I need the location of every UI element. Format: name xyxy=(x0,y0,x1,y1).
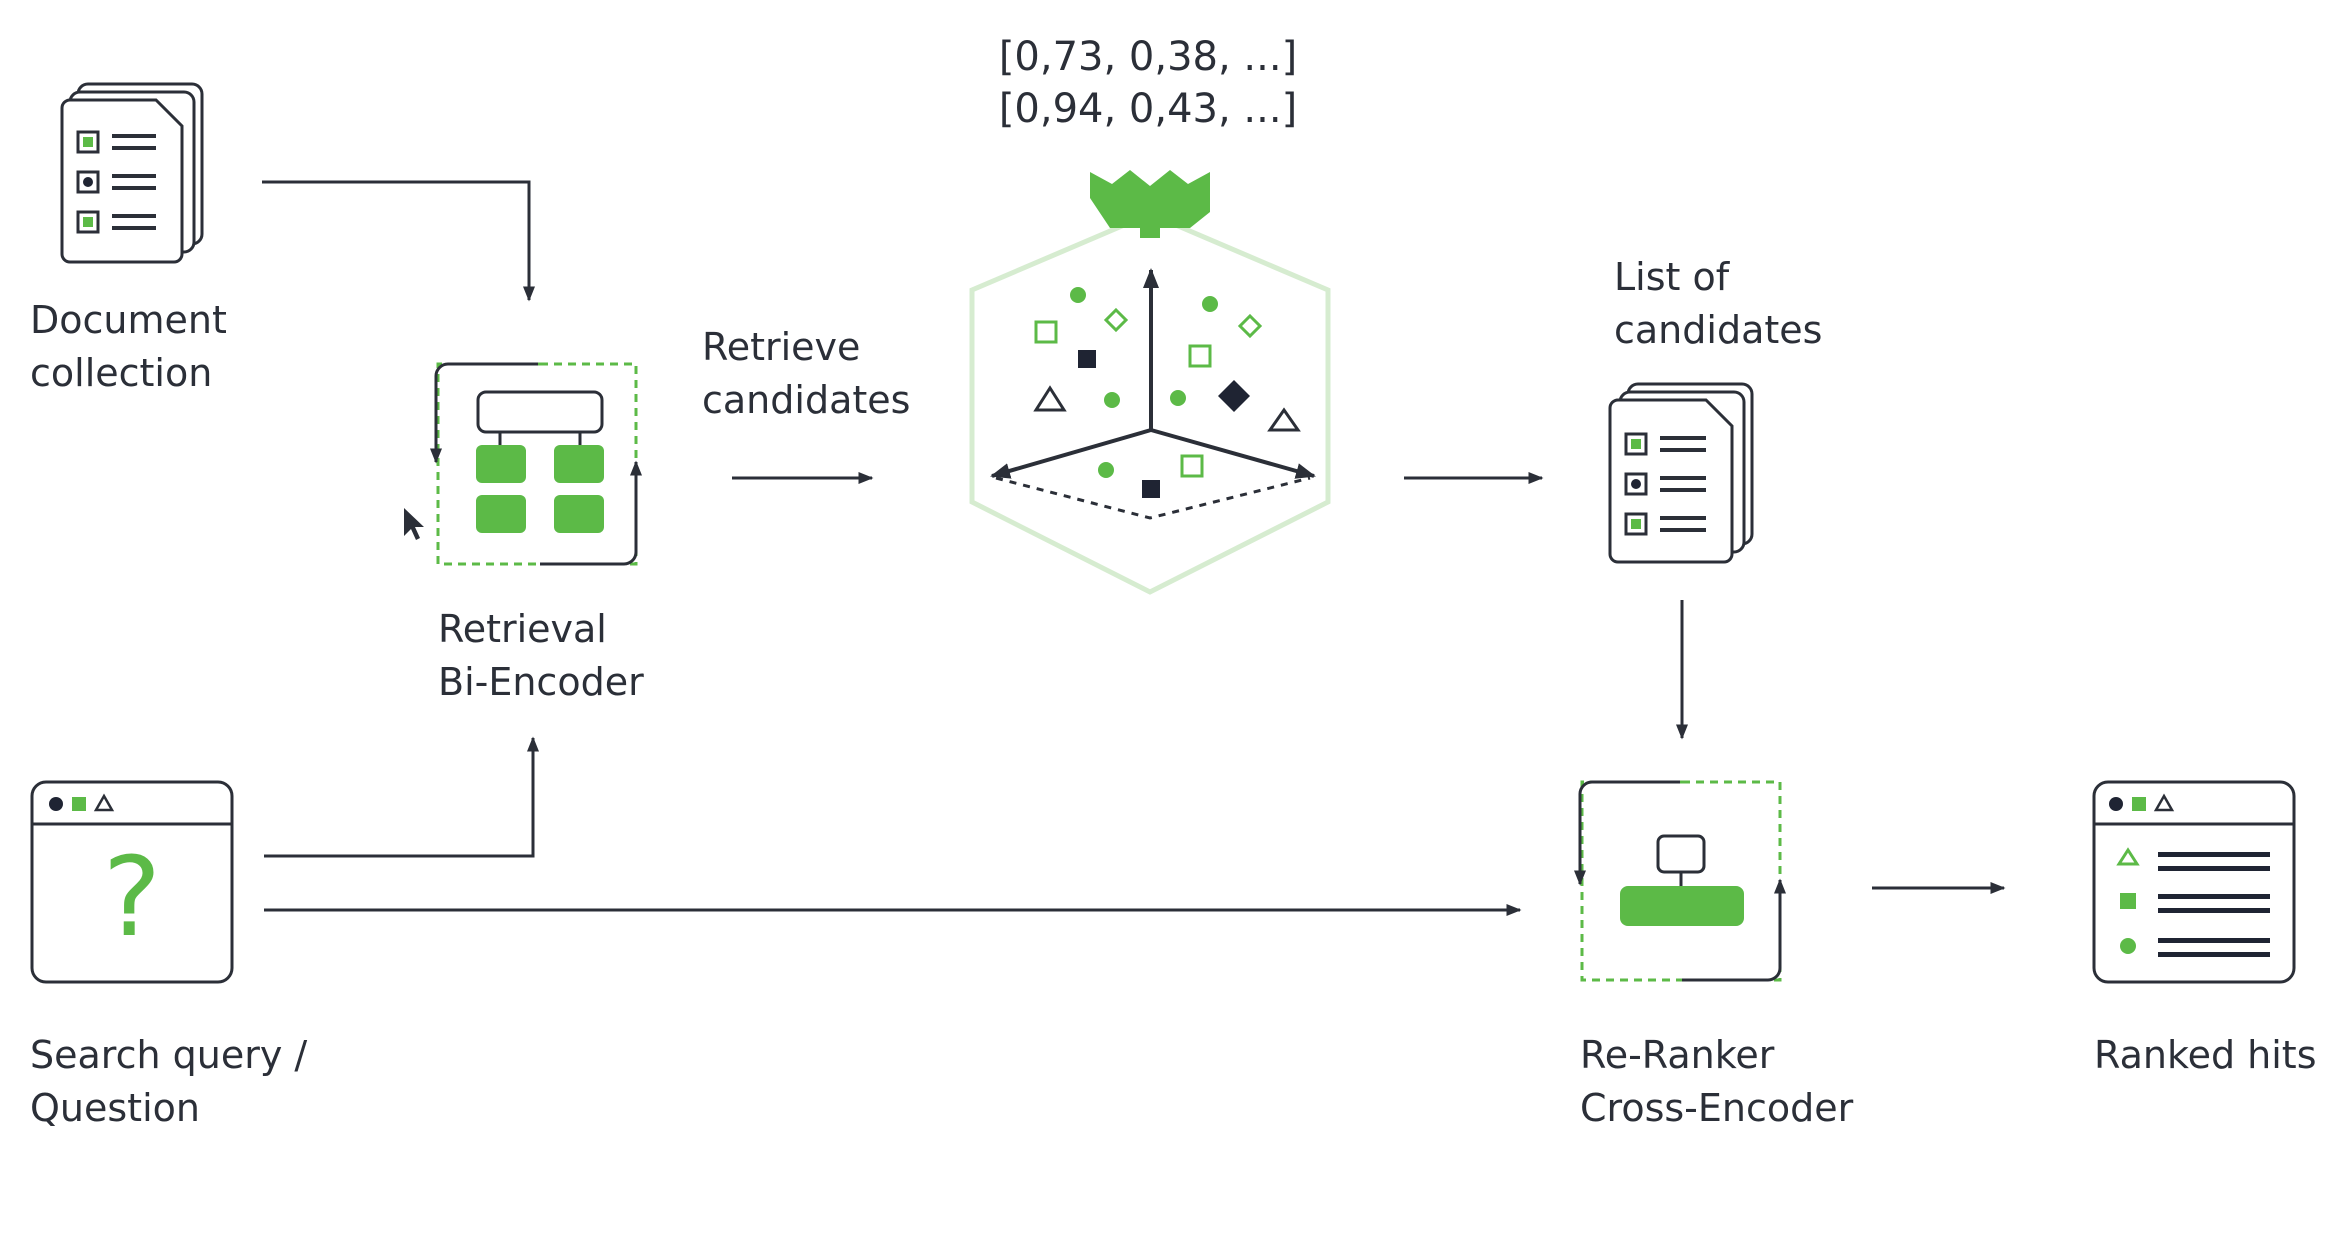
search-query-label-1: Search query / xyxy=(30,1033,307,1077)
query-to-encoder-arrow xyxy=(264,736,539,858)
list-of-candidates-label-1: List of xyxy=(1614,255,1731,299)
question-mark-icon: ? xyxy=(103,833,161,961)
search-query-label-2: Question xyxy=(30,1086,200,1130)
vector-database-icon xyxy=(969,170,1331,595)
vector-1: [0,73, 0,38, ...] xyxy=(999,34,1297,80)
list-of-candidates-label-2: candidates xyxy=(1614,308,1822,352)
retrieve-candidates-label-1: Retrieve xyxy=(702,325,860,369)
bi-encoder-icon xyxy=(430,362,642,566)
ranked-list-icon xyxy=(2092,780,2296,984)
reranker-label-1: Re-Ranker xyxy=(1580,1033,1775,1077)
vector-2: [0,94, 0,43, ...] xyxy=(999,86,1297,132)
document-stack-icon xyxy=(60,82,204,264)
cross-encoder-icon xyxy=(1574,780,1786,982)
retrieve-candidates-label-2: candidates xyxy=(702,378,910,422)
candidate-list-icon xyxy=(1608,382,1754,564)
ranked-hits-label: Ranked hits xyxy=(2094,1033,2317,1077)
document-collection-label-2: collection xyxy=(30,351,212,395)
browser-window-icon: ? xyxy=(30,780,234,984)
retrieval-label-2: Bi-Encoder xyxy=(438,660,644,704)
cursor-icon xyxy=(404,508,424,540)
docs-to-encoder-arrow xyxy=(262,180,535,302)
reranker-label-2: Cross-Encoder xyxy=(1580,1086,1854,1130)
retrieval-label-1: Retrieval xyxy=(438,607,607,651)
document-collection-label-1: Document xyxy=(30,298,227,342)
